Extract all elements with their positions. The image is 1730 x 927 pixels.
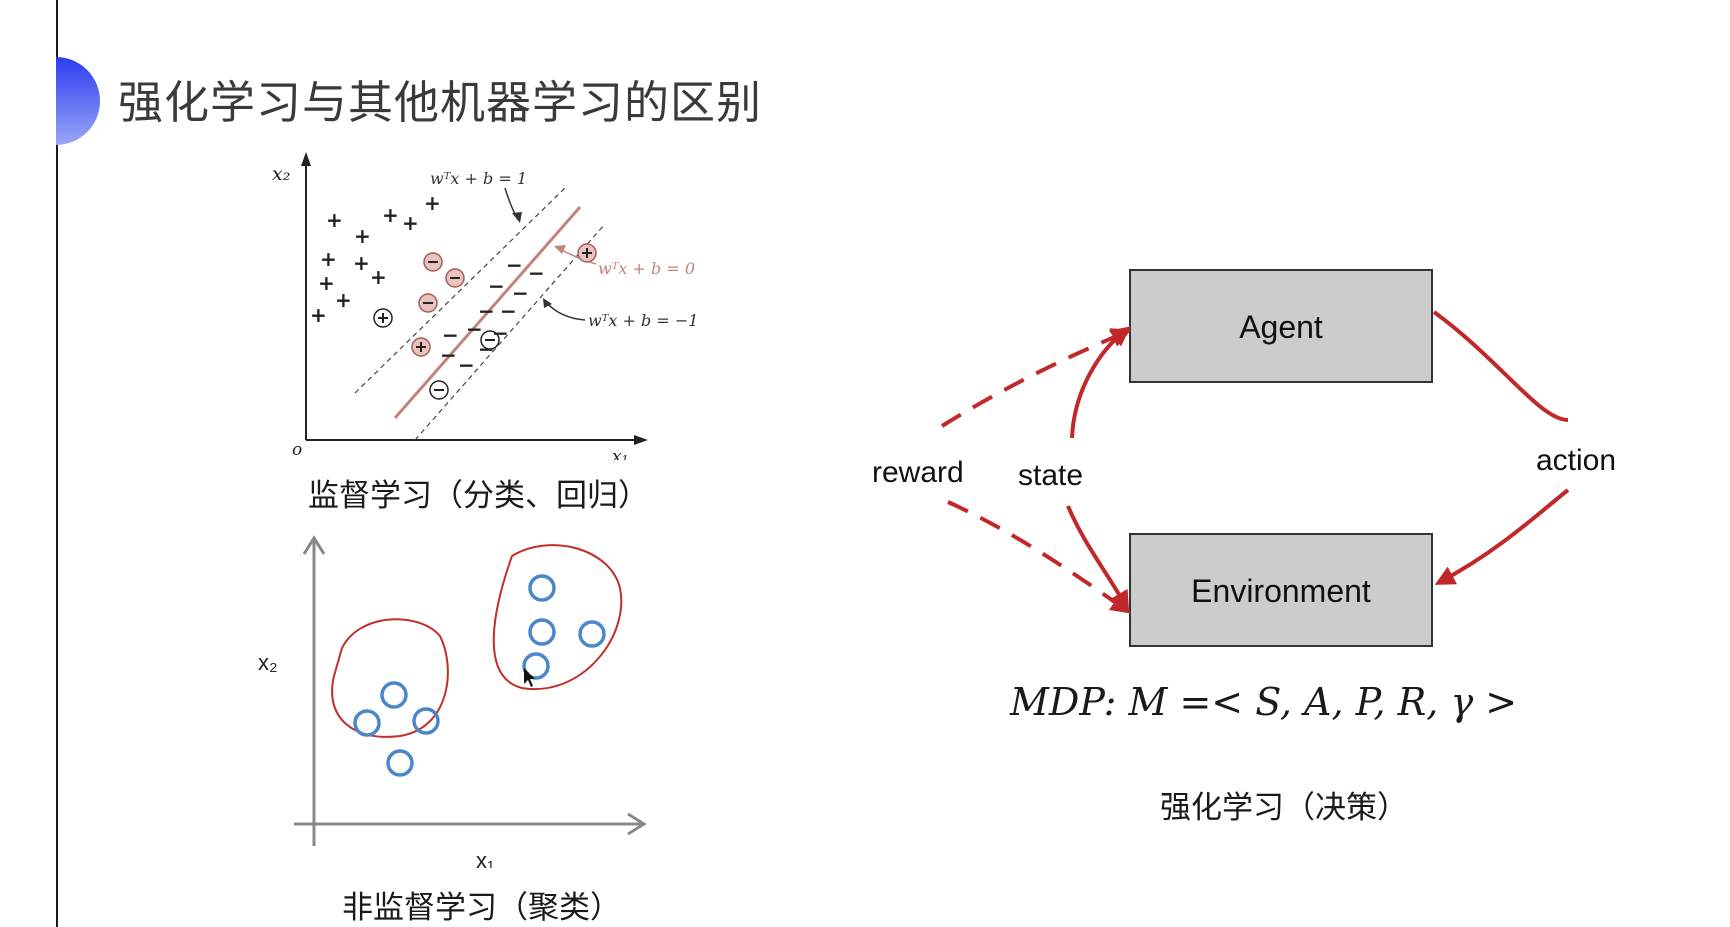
svg-text:−: − [466,317,483,341]
reward-arrow-down [947,500,1131,614]
mdp-formula: MDP: M =< S, A, P, R, γ > [1010,680,1518,724]
svg-text:+: + [318,271,335,295]
environment-label: Environment [1191,573,1371,609]
positive-samples: + + + + + + + + + + + [310,191,441,327]
action-arrow-bottom [1434,488,1570,585]
svg-text:−: − [478,299,495,323]
svg-text:−: − [442,323,459,347]
negative-samples: − − − − − − − − − − − − [440,253,545,377]
cluster-boundary-1 [331,618,449,738]
svg-text:−: − [458,353,475,377]
title-marker-icon [56,57,100,145]
svg-text:−: − [528,261,545,285]
svg-text:−: − [512,281,529,305]
cluster-axis-x1: x₁ [476,848,494,868]
rl-caption: 强化学习（决策） [1160,790,1408,826]
action-arrow-top [1432,310,1569,422]
supervised-caption: 监督学习（分类、回归） [308,478,649,514]
reward-arrow-up [940,328,1132,428]
support-vectors [373,243,597,400]
svg-text:−: − [492,321,509,345]
slide-left-rule [56,0,58,927]
svm-diagram: x₂ o x₁ wᵀx + b = 1 wᵀx + b = 0 wᵀx + b … [272,152,698,460]
svg-text:+: + [320,247,337,271]
rl-diagram: Agent Environment action state reward [872,269,1616,647]
agent-label: Agent [1239,309,1323,345]
svg-text:+: + [402,211,419,235]
clustering-diagram: x₂ x₁ [258,535,647,868]
state-arrow-down [1066,505,1130,612]
svg-text:−: − [500,299,517,323]
svg-text:−: − [440,343,457,367]
action-label: action [1536,444,1616,477]
cluster-axis-x2: x₂ [258,650,278,675]
axis-label-x1: x₁ [612,447,628,460]
svg-text:+: + [310,303,327,327]
environment-box [1129,533,1433,647]
hyperplane-line [393,206,582,419]
svg-text:+: + [424,191,441,215]
unsupervised-caption: 非监督学习（聚类） [342,890,621,926]
boundary-label-negative: wᵀx + b = −1 [588,311,698,330]
margin-line-negative [414,223,606,441]
svg-text:−: − [506,253,523,277]
svg-text:+: + [354,224,371,248]
svg-text:−: − [488,274,505,298]
state-arrow-up [1070,326,1131,439]
svg-text:+: + [335,288,352,312]
cluster-boundary-2 [492,544,623,691]
svg-text:+: + [326,208,343,232]
slide-title: 强化学习与其他机器学习的区别 [118,76,763,129]
state-label: state [1018,459,1083,492]
boundary-label-middle: wᵀx + b = 0 [598,259,695,278]
axis-origin: o [292,440,302,460]
svg-text:+: + [353,251,370,275]
svg-text:+: + [382,203,399,227]
margin-line-positive [354,187,566,394]
mouse-pointer-icon [524,668,535,687]
boundary-label-positive: wᵀx + b = 1 [430,169,527,188]
cluster-points [353,574,606,777]
axis-label-x2: x₂ [272,163,290,185]
agent-box [1129,269,1433,383]
svg-text:+: + [370,265,387,289]
reward-label: reward [872,456,964,489]
